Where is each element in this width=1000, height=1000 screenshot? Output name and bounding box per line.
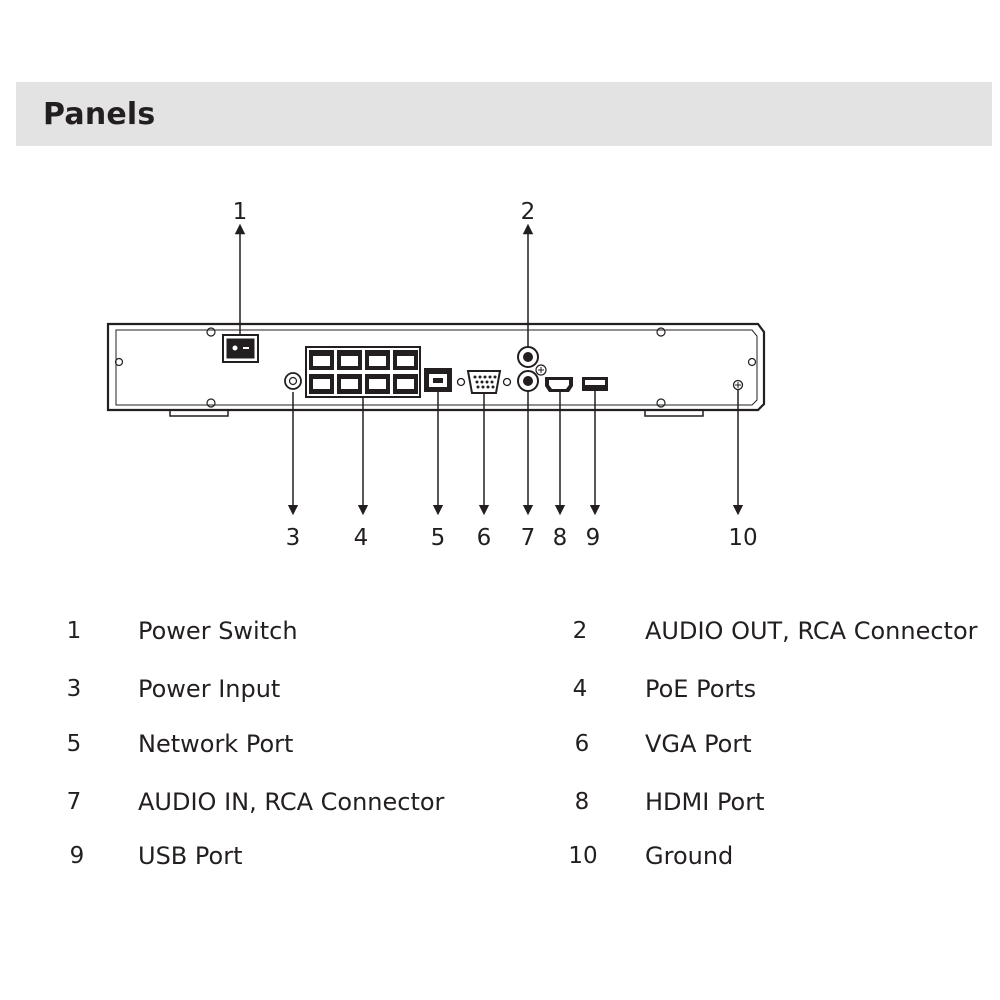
callout-1: 1	[233, 199, 248, 225]
ground-icon	[732, 379, 744, 391]
legend-num: 4	[572, 676, 588, 702]
legend-label: Power Input	[138, 675, 281, 703]
legend-label: AUDIO OUT, RCA Connector	[645, 617, 978, 645]
network-port-icon	[424, 368, 452, 392]
poe-ports-icon	[305, 346, 421, 398]
callout-8: 8	[553, 525, 568, 551]
legend-num: 1	[66, 618, 82, 644]
legend-label: VGA Port	[645, 730, 752, 758]
legend-num: 9	[69, 843, 85, 869]
legend-label: AUDIO IN, RCA Connector	[138, 788, 445, 816]
callout-9: 9	[586, 525, 601, 551]
callout-10: 10	[728, 525, 757, 551]
legend-num: 7	[66, 789, 82, 815]
callout-7: 7	[521, 525, 536, 551]
legend-num: 8	[574, 789, 590, 815]
section-title: Panels	[43, 97, 156, 132]
power-input-icon	[284, 372, 302, 390]
section-header: Panels	[16, 82, 992, 146]
rca-connectors-icon	[517, 346, 547, 392]
legend-num: 2	[572, 618, 588, 644]
callout-4: 4	[354, 525, 369, 551]
legend-label: USB Port	[138, 842, 243, 870]
legend-label: Network Port	[138, 730, 294, 758]
legend-num: 5	[66, 731, 82, 757]
usb-port-icon	[582, 377, 608, 391]
callout-6: 6	[477, 525, 492, 551]
callout-3: 3	[286, 525, 301, 551]
vga-port-icon	[456, 370, 512, 394]
legend-label: PoE Ports	[645, 675, 757, 703]
hdmi-port-icon	[545, 377, 573, 392]
legend-num: 6	[574, 731, 590, 757]
nvr-chassis	[106, 322, 766, 417]
callout-5: 5	[431, 525, 446, 551]
legend-label: Power Switch	[138, 617, 298, 645]
legend-num: 10	[568, 843, 598, 869]
power-switch-icon	[222, 334, 259, 363]
legend-num: 3	[66, 676, 82, 702]
legend-label: Ground	[645, 842, 734, 870]
legend-label: HDMI Port	[645, 788, 765, 816]
callout-2: 2	[521, 199, 536, 225]
callout-arrows	[234, 223, 744, 516]
